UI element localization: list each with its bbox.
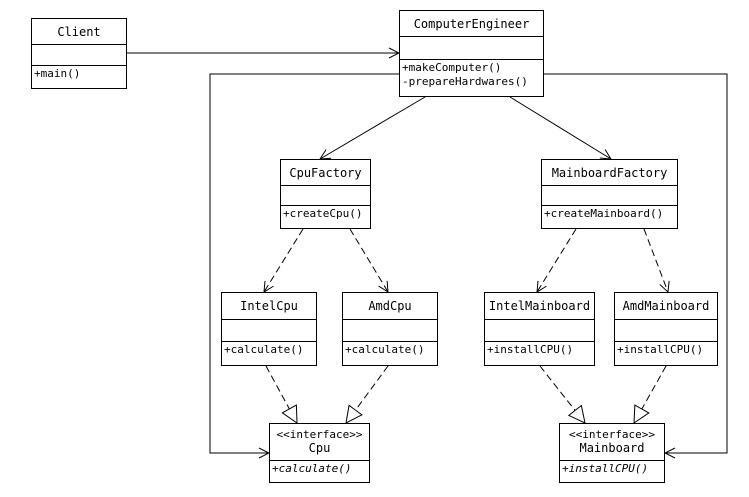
operation: +makeComputer() (402, 61, 502, 74)
realization-intelmainboard-mainboard (539, 365, 585, 423)
operation: +calculate() (224, 343, 304, 356)
attributes-compartment (222, 320, 316, 342)
dependency-mainboardfactory-amdmainboard (643, 228, 668, 292)
realization-intelcpu-cpu (265, 365, 297, 423)
operations-compartment: +calculate() (222, 342, 316, 358)
stereotype: <<interface>> (568, 428, 656, 441)
operation: +createCpu() (283, 207, 363, 220)
class-amd-mainboard[interactable]: AmdMainboard +installCPU() (614, 292, 718, 366)
operation: +installCPU() (617, 343, 704, 356)
attributes-compartment (542, 186, 677, 206)
operation: +installCPU() (562, 462, 649, 475)
class-name: AmdCpu (343, 293, 437, 320)
operation: +main() (34, 67, 81, 80)
interface-cpu[interactable]: <<interface>> Cpu +calculate() (269, 423, 370, 483)
operations-compartment: +main() (32, 66, 126, 82)
association-engineer-mainboardfactory (509, 96, 611, 159)
class-name: Client (32, 19, 126, 45)
class-amd-cpu[interactable]: AmdCpu +calculate() (342, 292, 438, 366)
operations-compartment: +createMainboard() (542, 206, 677, 222)
association-engineer-cpufactory (320, 96, 426, 159)
attributes-compartment (485, 320, 594, 342)
operation: +calculate() (272, 462, 352, 475)
realization-amdmainboard-mainboard (634, 365, 667, 423)
dependency-mainboardfactory-intelmainboard (537, 228, 577, 292)
stereotype: <<interface>> (276, 428, 363, 441)
operation: -prepareHardwares() (402, 75, 528, 88)
class-name: ComputerEngineer (400, 11, 543, 37)
dependency-cpufactory-amdcpu (349, 228, 388, 292)
class-intel-mainboard[interactable]: IntelMainboard +installCPU() (484, 292, 595, 366)
class-name: IntelMainboard (485, 293, 594, 320)
operations-compartment: +calculate() (270, 461, 369, 477)
class-client[interactable]: Client +main() (31, 18, 127, 89)
operations-compartment: +installCPU() (560, 461, 664, 477)
class-name: <<interface>> Mainboard (560, 424, 664, 461)
attributes-compartment (343, 320, 437, 342)
operations-compartment: +createCpu() (281, 206, 370, 222)
attributes-compartment (32, 45, 126, 66)
class-name: MainboardFactory (542, 160, 677, 186)
attributes-compartment (400, 37, 543, 60)
operation: +installCPU() (487, 343, 574, 356)
attributes-compartment (281, 186, 370, 206)
class-mainboard-factory[interactable]: MainboardFactory +createMainboard() (541, 159, 678, 229)
operation: +calculate() (345, 343, 425, 356)
class-name: CpuFactory (281, 160, 370, 186)
operations-compartment: +makeComputer() -prepareHardwares() (400, 60, 543, 90)
attributes-compartment (615, 320, 717, 342)
class-intel-cpu[interactable]: IntelCpu +calculate() (221, 292, 317, 366)
class-name: IntelCpu (222, 293, 316, 320)
operations-compartment: +calculate() (343, 342, 437, 358)
class-name: <<interface>> Cpu (270, 424, 369, 461)
class-computer-engineer[interactable]: ComputerEngineer +makeComputer() -prepar… (399, 10, 544, 97)
class-name: AmdMainboard (615, 293, 717, 320)
operations-compartment: +installCPU() (615, 342, 717, 358)
interface-mainboard[interactable]: <<interface>> Mainboard +installCPU() (559, 423, 665, 483)
realization-amdcpu-cpu (346, 365, 389, 423)
class-cpu-factory[interactable]: CpuFactory +createCpu() (280, 159, 371, 229)
dependency-cpufactory-intelcpu (264, 228, 304, 292)
operations-compartment: +installCPU() (485, 342, 594, 358)
association-engineer-mainboard (544, 73, 728, 453)
operation: +createMainboard() (544, 207, 664, 220)
association-engineer-cpu (209, 73, 399, 453)
